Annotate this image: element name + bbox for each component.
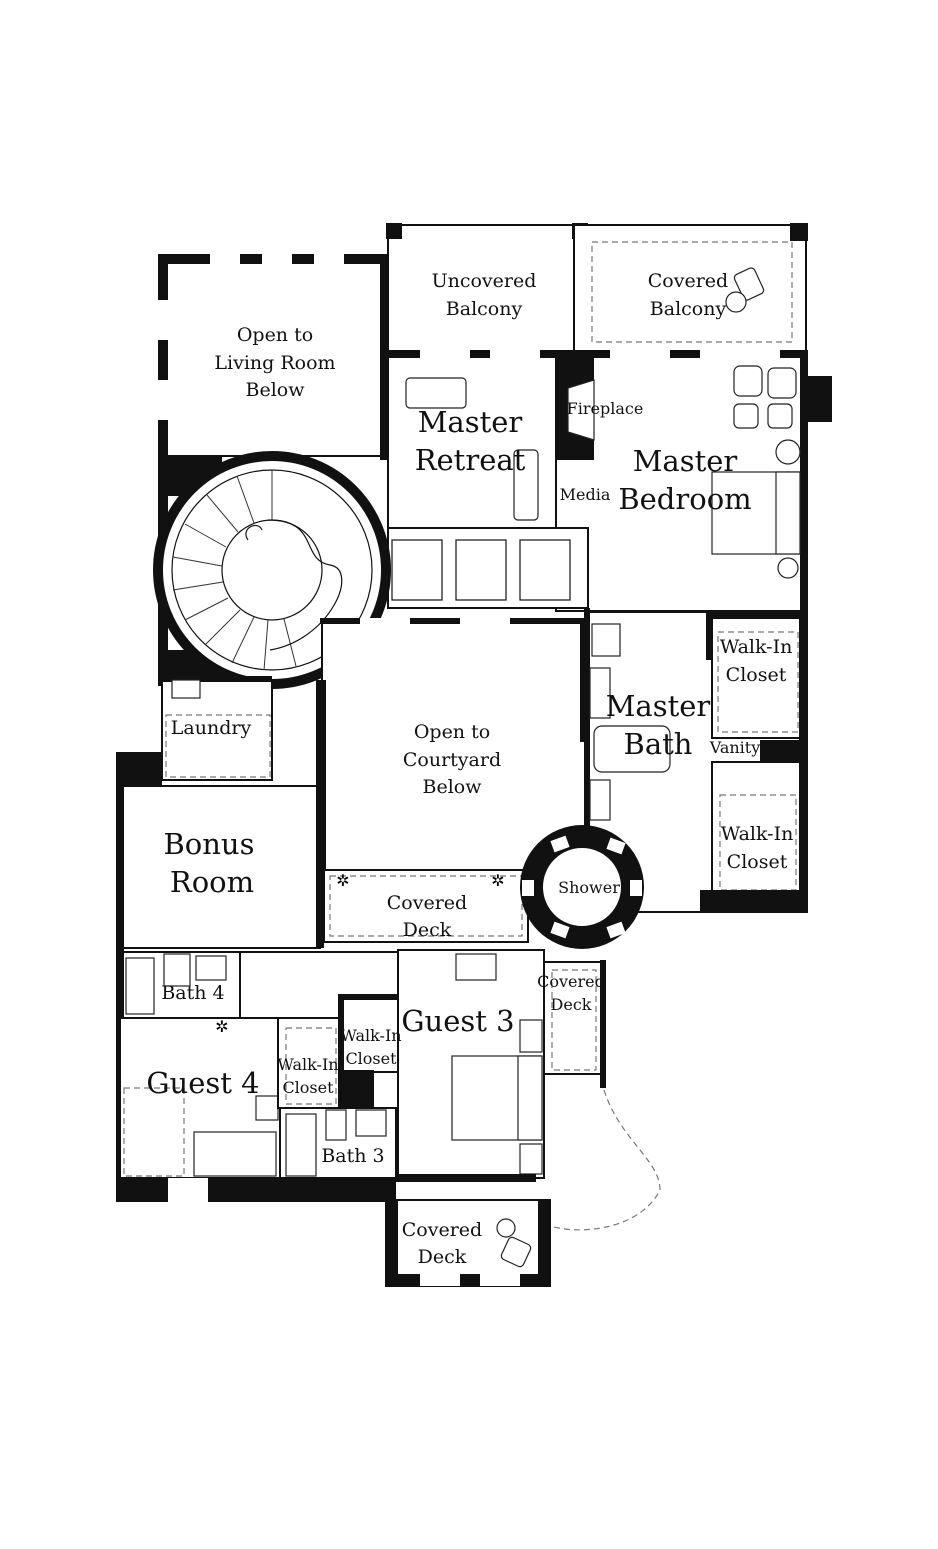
- label-shower: Shower: [558, 878, 620, 897]
- label-covered-deck-1b: Deck: [403, 919, 452, 941]
- room-covered-balcony: Covered Balcony: [648, 270, 728, 320]
- label-uncovered-balcony-1: Uncovered: [432, 270, 537, 292]
- label-master-bedroom-1: Master: [633, 444, 738, 478]
- room-covered-deck-2: Covered Deck: [537, 972, 605, 1014]
- label-walkin-closet-4b: Closet: [282, 1078, 334, 1097]
- label-master-retreat-2: Retreat: [415, 443, 526, 477]
- label-bath-3: Bath 3: [321, 1145, 384, 1167]
- label-walkin-closet-2b: Closet: [727, 851, 788, 873]
- room-walkin-closet-3: Walk-In Closet: [340, 1026, 401, 1068]
- label-master-bath-2: Bath: [624, 727, 693, 761]
- label-covered-balcony-2: Balcony: [650, 298, 727, 320]
- label-open-living-1: Open to: [237, 324, 313, 346]
- room-walkin-closet-1: Walk-In Closet: [720, 636, 793, 686]
- walls: ✲ ✲ ✲: [116, 223, 832, 1287]
- label-open-living-2: Living Room: [214, 352, 335, 374]
- label-walkin-closet-2a: Walk-In: [721, 823, 794, 845]
- label-master-bath-1: Master: [606, 689, 711, 723]
- label-covered-deck-3b: Deck: [418, 1246, 467, 1268]
- label-media: Media: [560, 485, 611, 504]
- label-covered-deck-2b: Deck: [551, 995, 592, 1014]
- room-covered-deck-1: Covered Deck: [387, 892, 467, 941]
- label-covered-deck-3a: Covered: [402, 1219, 482, 1241]
- room-master-bath: Master Bath: [606, 689, 711, 761]
- label-fireplace: Fireplace: [567, 399, 644, 418]
- label-master-retreat-1: Master: [418, 405, 523, 439]
- label-master-bedroom-2: Bedroom: [618, 482, 751, 516]
- svg-text:✲: ✲: [215, 1017, 228, 1036]
- room-master-bedroom: Master Bedroom: [618, 444, 751, 516]
- label-walkin-closet-3b: Closet: [345, 1049, 397, 1068]
- room-open-living: Open to Living Room Below: [214, 324, 335, 401]
- label-laundry: Laundry: [171, 717, 252, 739]
- label-guest-4: Guest 4: [146, 1066, 259, 1100]
- label-bonus-1: Bonus: [163, 827, 254, 861]
- label-open-living-3: Below: [246, 379, 306, 401]
- room-bonus: Bonus Room: [163, 827, 254, 899]
- room-open-courtyard: Open to Courtyard Below: [403, 721, 501, 798]
- label-guest-3: Guest 3: [401, 1004, 514, 1038]
- label-walkin-closet-1b: Closet: [726, 664, 787, 686]
- room-covered-deck-3: Covered Deck: [402, 1219, 482, 1268]
- room-master-retreat: Master Retreat: [415, 405, 526, 477]
- label-walkin-closet-4a: Walk-In: [277, 1055, 338, 1074]
- room-walkin-closet-4: Walk-In Closet: [277, 1055, 338, 1097]
- label-walkin-closet-3a: Walk-In: [340, 1026, 401, 1045]
- label-covered-balcony-1: Covered: [648, 270, 728, 292]
- label-bath-4: Bath 4: [161, 982, 224, 1004]
- label-open-courtyard-1: Open to: [414, 721, 490, 743]
- label-covered-deck-2a: Covered: [537, 972, 605, 991]
- svg-text:✲: ✲: [491, 871, 504, 890]
- svg-text:✲: ✲: [336, 871, 349, 890]
- label-walkin-closet-1a: Walk-In: [720, 636, 793, 658]
- room-uncovered-balcony: Uncovered Balcony: [432, 270, 537, 320]
- label-uncovered-balcony-2: Balcony: [446, 298, 523, 320]
- stair-treads: [172, 470, 297, 671]
- label-covered-deck-1a: Covered: [387, 892, 467, 914]
- room-walkin-closet-2: Walk-In Closet: [721, 823, 794, 873]
- label-vanity: Vanity: [709, 738, 761, 757]
- label-open-courtyard-2: Courtyard: [403, 749, 501, 771]
- label-bonus-2: Room: [170, 865, 254, 899]
- label-open-courtyard-3: Below: [423, 776, 483, 798]
